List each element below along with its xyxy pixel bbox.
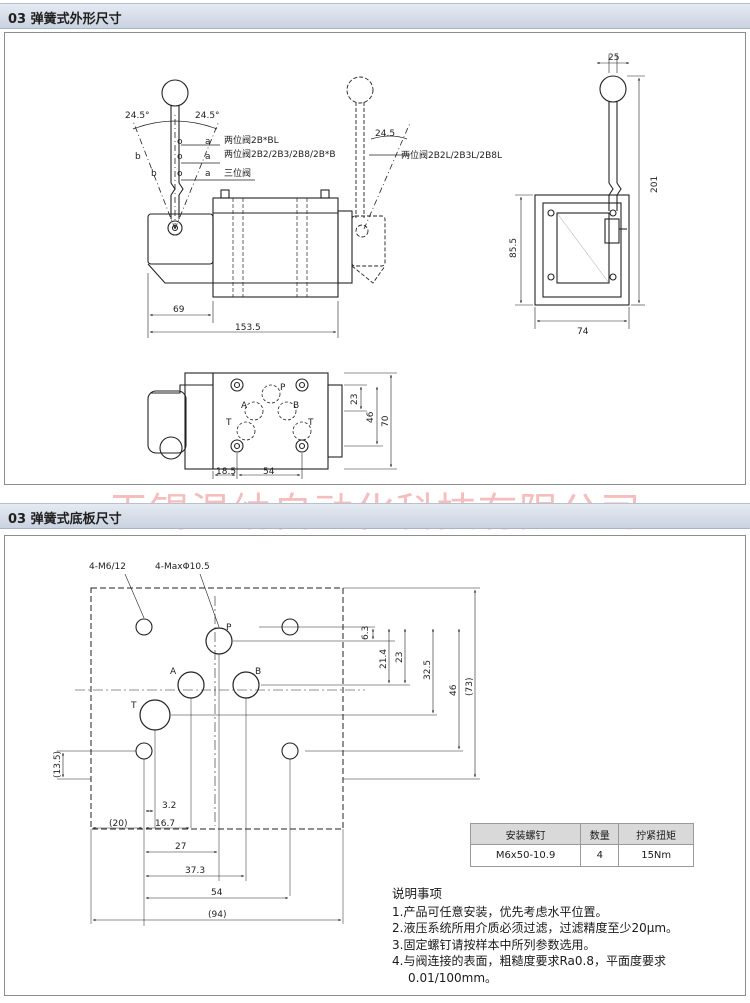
dim-3-2: 3.2	[162, 801, 176, 811]
dim-23: 23	[395, 652, 405, 663]
type-2l: 两位阀2B2L/2B3L/2B8L	[401, 149, 502, 161]
dim-69: 69	[173, 305, 185, 315]
dim-94: (94)	[208, 910, 226, 920]
section-header-baseplate: 03 弹簧式底板尺寸	[0, 503, 750, 529]
label-o-mid: o	[177, 152, 183, 162]
note-item: 2.液压系统所用介质必须过滤，过滤精度至少20μm。	[392, 921, 679, 935]
outline-drawing: 24.5° 24.5° 24.5 b b o o o a a a 两位阀2B*B…	[125, 53, 660, 479]
angle-2-label: 24.5	[375, 129, 395, 139]
top-port-p: P	[280, 383, 286, 393]
dim-46: 46	[449, 684, 459, 696]
table-header-row: 安装螺钉 数量 拧紧扭矩	[469, 823, 694, 845]
note-item: 1.产品可任意安装，优先考虑水平位置。	[392, 904, 608, 919]
top-dim-70: 70	[381, 415, 391, 427]
table-cell-quantity: 4	[580, 844, 620, 867]
front-view	[132, 76, 411, 338]
dim-13-5: (13.5)	[53, 751, 63, 778]
top-dim-23: 23	[350, 394, 360, 405]
table-cell-screw: M6x50-10.9	[469, 844, 582, 867]
dim-16-7: 16.7	[155, 819, 175, 829]
top-port-t1: T	[225, 418, 232, 428]
notes-block: 说明事项 1.产品可任意安装，优先考虑水平位置。 2.液压系统所用介质必须过滤，…	[392, 886, 737, 986]
base-port-t: T	[130, 701, 137, 711]
note-item: 3.固定螺钉请按样本中所列参数选用。	[392, 937, 596, 952]
top-port-t2: T	[307, 418, 314, 428]
angle-right-label: 24.5°	[195, 111, 220, 121]
top-dim-18-5: 18.5	[216, 467, 236, 477]
baseplate-drawing-panel: 4-M6/12 4-MaxΦ10.5 P A B T 6.3 21.4 23 3…	[4, 535, 746, 996]
label-a-upper: a	[205, 137, 211, 147]
mounting-screw-table: 安装螺钉 数量 拧紧扭矩 M6x50-10.9 4 15Nm	[469, 823, 694, 867]
dim-25: 25	[608, 53, 619, 63]
dim-20: (20)	[109, 819, 127, 829]
table-header-torque: 拧紧扭矩	[618, 823, 694, 845]
label-b-lower: b	[151, 169, 157, 179]
base-port-b: B	[255, 667, 261, 677]
baseplate-drawing: 4-M6/12 4-MaxΦ10.5 P A B T 6.3 21.4 23 3…	[53, 562, 480, 926]
type-3: 三位阀	[224, 167, 251, 179]
table-header-screw: 安装螺钉	[469, 823, 582, 845]
note-item-continued: 0.01/100mm。	[408, 970, 498, 985]
top-port-b: B	[293, 401, 299, 411]
label-max-diameter: 4-MaxΦ10.5	[155, 562, 210, 572]
section-title-baseplate: 03 弹簧式底板尺寸	[8, 512, 122, 527]
top-view	[147, 372, 397, 479]
note-item: 4.与阀连接的表面，粗糙度要求Ra0.8，平面度要求	[392, 954, 666, 968]
label-b-upper: b	[135, 152, 141, 162]
type-2b-bl: 两位阀2B*BL	[224, 134, 279, 146]
angle-left-label: 24.5°	[125, 111, 150, 121]
dim-27: 27	[175, 842, 186, 852]
label-o-upper: o	[177, 137, 183, 147]
section-title-outline: 03 弹簧式外形尺寸	[8, 12, 122, 27]
outline-drawing-panel: 24.5° 24.5° 24.5 b b o o o a a a 两位阀2B*B…	[4, 32, 746, 485]
dim-54: 54	[211, 888, 223, 898]
base-port-a: A	[170, 667, 177, 677]
label-a-mid: a	[205, 152, 211, 162]
dim-37-3: 37.3	[185, 866, 205, 876]
side-view	[515, 55, 645, 329]
dim-85-5: 85.5	[509, 238, 519, 258]
base-port-p: P	[226, 623, 232, 633]
dim-21-4: 21.4	[379, 649, 389, 669]
table-row: M6x50-10.9 4 15Nm	[469, 844, 694, 867]
dim-153-5: 153.5	[235, 323, 261, 333]
dim-6-3: 6.3	[361, 626, 371, 640]
table-header-quantity: 数量	[580, 823, 620, 845]
section-header-outline: 03 弹簧式外形尺寸	[0, 3, 750, 29]
label-o-lower: o	[177, 169, 183, 179]
top-dim-54: 54	[263, 467, 275, 477]
label-m6: 4-M6/12	[89, 562, 126, 572]
label-a-lower: a	[205, 169, 211, 179]
notes-title: 说明事项	[392, 886, 443, 901]
type-2b: 两位阀2B2/2B3/2B8/2B*B	[224, 148, 336, 160]
table-cell-torque: 15Nm	[618, 844, 694, 867]
top-dim-46: 46	[366, 411, 376, 423]
dim-73: (73)	[465, 678, 475, 696]
dim-201: 201	[650, 176, 660, 193]
alternate-lever-dashed	[346, 76, 386, 284]
top-port-a: A	[241, 401, 248, 411]
dim-32-5: 32.5	[423, 660, 433, 680]
baseplate-outline	[57, 573, 480, 926]
lever-knob	[161, 79, 189, 107]
dim-74: 74	[577, 327, 589, 337]
